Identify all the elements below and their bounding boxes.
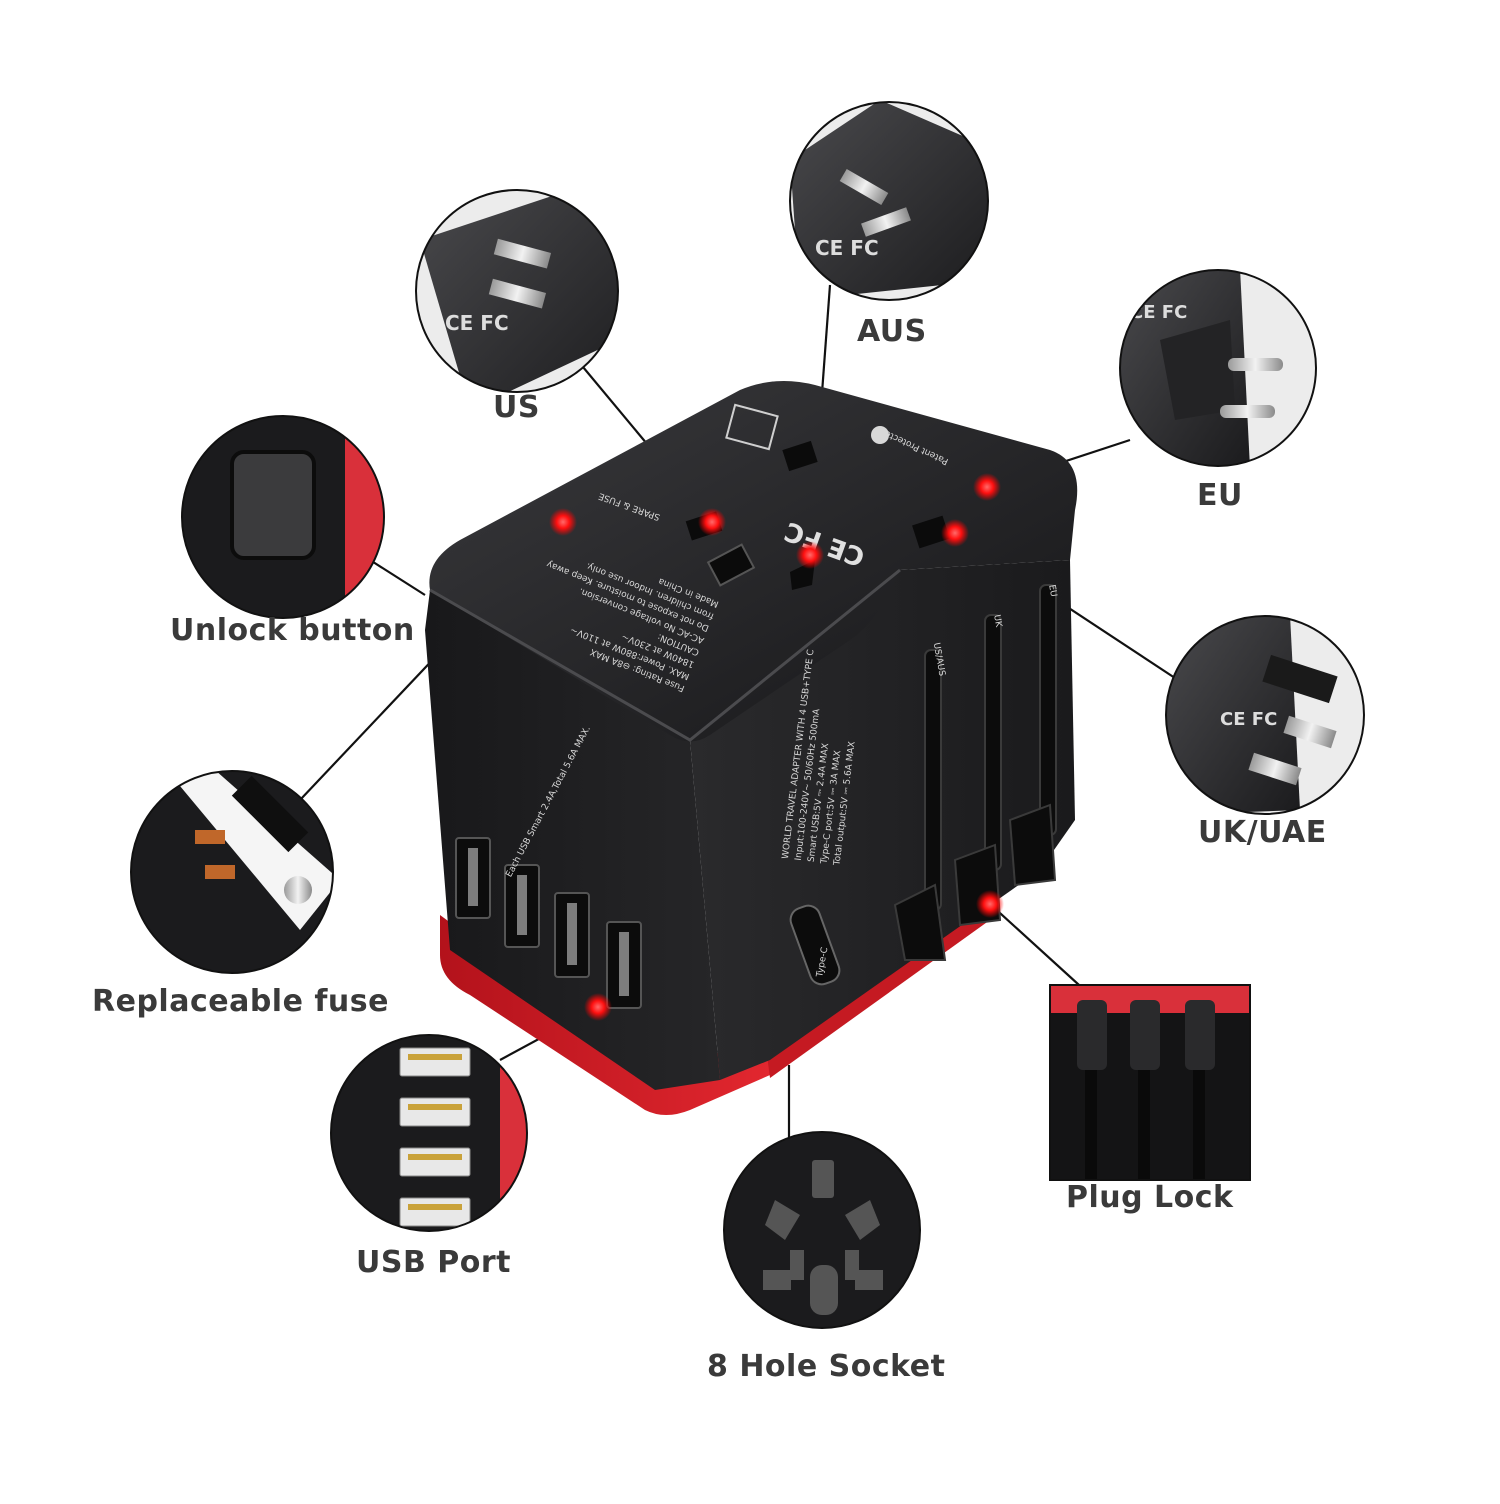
dot-us bbox=[698, 508, 726, 536]
side-face bbox=[690, 560, 1075, 1080]
svg-text:CE FC: CE FC bbox=[815, 236, 879, 260]
socket-slot-center bbox=[706, 543, 756, 587]
svg-text:CE FC: CE FC bbox=[445, 311, 509, 335]
svg-text:CE FC: CE FC bbox=[1130, 302, 1187, 323]
detail-socket bbox=[724, 1132, 920, 1328]
line-unlock bbox=[369, 559, 426, 596]
detail-aus: CE FC bbox=[790, 102, 988, 300]
detail-uk: CE FC bbox=[1166, 616, 1364, 814]
dot-usb bbox=[584, 993, 612, 1021]
svg-text:CE FC: CE FC bbox=[1220, 709, 1277, 730]
label-plug-lock: Plug Lock bbox=[1066, 1180, 1234, 1215]
detail-fuse bbox=[131, 771, 333, 973]
typec-port bbox=[789, 904, 841, 986]
detail-plug-lock bbox=[1050, 985, 1250, 1180]
dot-plug-lock bbox=[976, 890, 1004, 918]
dot-aus bbox=[796, 541, 824, 569]
label-8-hole-socket: 8 Hole Socket bbox=[707, 1349, 946, 1384]
detail-eu: CE FC bbox=[1120, 270, 1316, 466]
label-unlock-button: Unlock button bbox=[170, 613, 415, 648]
label-aus: AUS bbox=[857, 314, 927, 349]
label-replaceable-fuse: Replaceable fuse bbox=[92, 984, 389, 1019]
svg-text:EU: EU bbox=[1046, 584, 1058, 598]
label-usb-port: USB Port bbox=[356, 1245, 512, 1280]
dot-unlock bbox=[549, 508, 577, 536]
line-plug-lock bbox=[989, 903, 1091, 996]
label-eu: EU bbox=[1197, 478, 1243, 513]
plug-sliders bbox=[893, 584, 1057, 961]
label-us: US bbox=[493, 390, 540, 425]
indicator-dots bbox=[549, 473, 1004, 1021]
dot-eu bbox=[973, 473, 1001, 501]
detail-us: CE FC bbox=[416, 190, 618, 392]
svg-text:UK: UK bbox=[991, 614, 1003, 629]
label-uk-uae: UK/UAE bbox=[1198, 815, 1327, 850]
dot-uk bbox=[941, 519, 969, 547]
top-face bbox=[429, 381, 1078, 742]
